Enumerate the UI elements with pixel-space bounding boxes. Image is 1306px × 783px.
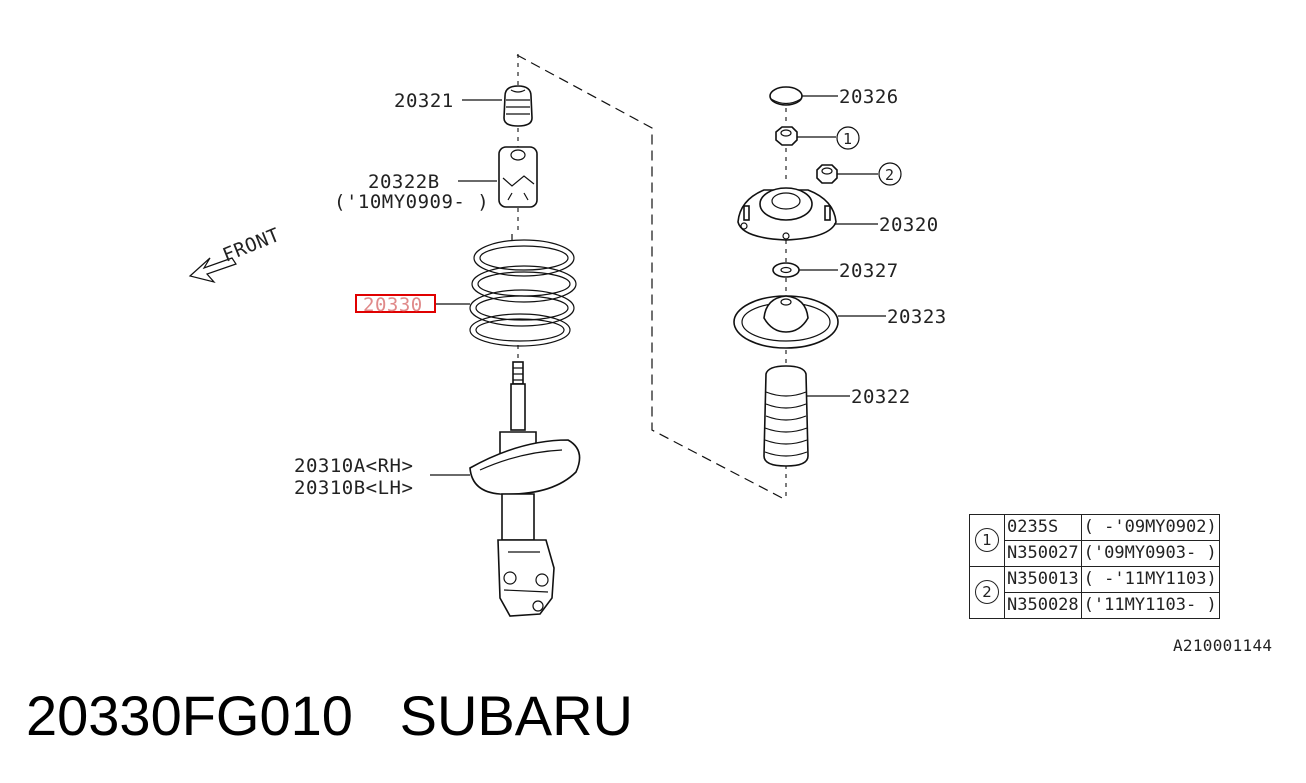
part-number: 20330FG010 bbox=[26, 684, 353, 747]
part-label-20310B: 20310B<LH> bbox=[294, 477, 413, 499]
cap-20326 bbox=[769, 86, 803, 106]
strut-mount-20320 bbox=[737, 187, 837, 241]
bump-stopper-20321 bbox=[503, 85, 533, 127]
brand-name: SUBARU bbox=[399, 684, 633, 747]
nut-icon bbox=[816, 164, 838, 184]
part-label-20322B: 20322B bbox=[368, 171, 440, 193]
legend-range: ('09MY0903- ) bbox=[1080, 540, 1220, 567]
legend-part-number: N350013 bbox=[1004, 566, 1082, 593]
callout-circle-1: 1 bbox=[975, 528, 999, 552]
callout-number-1: 1 bbox=[843, 130, 853, 148]
dust-boot-20322 bbox=[763, 365, 809, 467]
legend-range: ( -'09MY0902) bbox=[1080, 514, 1220, 541]
legend-range: ('11MY1103- ) bbox=[1080, 592, 1220, 619]
part-note-20322B: ('10MY0909- ) bbox=[334, 191, 489, 213]
part-label-20326: 20326 bbox=[839, 86, 899, 108]
legend-row: N350028 ('11MY1103- ) bbox=[970, 592, 1220, 619]
part-label-20330: 20330 bbox=[363, 294, 423, 316]
front-arrow-icon: FRONT bbox=[188, 224, 284, 284]
parts-legend-table: 1 0235S ( -'09MY0902) N350027 ('09MY0903… bbox=[969, 514, 1220, 619]
legend-callout: 2 bbox=[969, 566, 1005, 619]
legend-callout: 1 bbox=[969, 514, 1005, 567]
legend-row: 2 N350013 ( -'11MY1103) bbox=[969, 566, 1220, 619]
callout-circle-2 bbox=[878, 162, 902, 186]
page-title: 20330FG010 SUBARU bbox=[26, 683, 633, 748]
strut-assembly-20310 bbox=[469, 361, 581, 617]
part-label-20323: 20323 bbox=[887, 306, 947, 328]
legend-row: N350027 ('09MY0903- ) bbox=[970, 540, 1220, 567]
part-label-20321: 20321 bbox=[394, 90, 454, 112]
callout-number-2: 2 bbox=[885, 166, 895, 184]
legend-part-number: N350028 bbox=[1004, 592, 1082, 619]
callout-circle-2: 2 bbox=[975, 580, 999, 604]
part-label-20322: 20322 bbox=[851, 386, 911, 408]
legend-part-number: 0235S bbox=[1004, 514, 1082, 541]
legend-part-number: N350027 bbox=[1004, 540, 1082, 567]
callout-circle-1 bbox=[836, 126, 860, 150]
legend-row: 1 0235S ( -'09MY0902) bbox=[969, 514, 1220, 567]
part-label-20320: 20320 bbox=[879, 214, 939, 236]
part-label-20327: 20327 bbox=[839, 260, 899, 282]
coil-spring-20330 bbox=[469, 234, 577, 347]
assembly-boundary-line bbox=[516, 54, 787, 501]
highlight-box bbox=[355, 294, 436, 313]
nut-icon bbox=[775, 126, 798, 146]
washer-20327 bbox=[772, 262, 800, 278]
front-label: FRONT bbox=[220, 224, 284, 267]
part-label-20310A: 20310A<RH> bbox=[294, 455, 413, 477]
legend-range: ( -'11MY1103) bbox=[1080, 566, 1220, 593]
spring-seat-20323 bbox=[733, 295, 839, 349]
diagram-reference-code: A210001144 bbox=[1173, 636, 1273, 655]
helper-spring-20322B bbox=[498, 146, 538, 208]
